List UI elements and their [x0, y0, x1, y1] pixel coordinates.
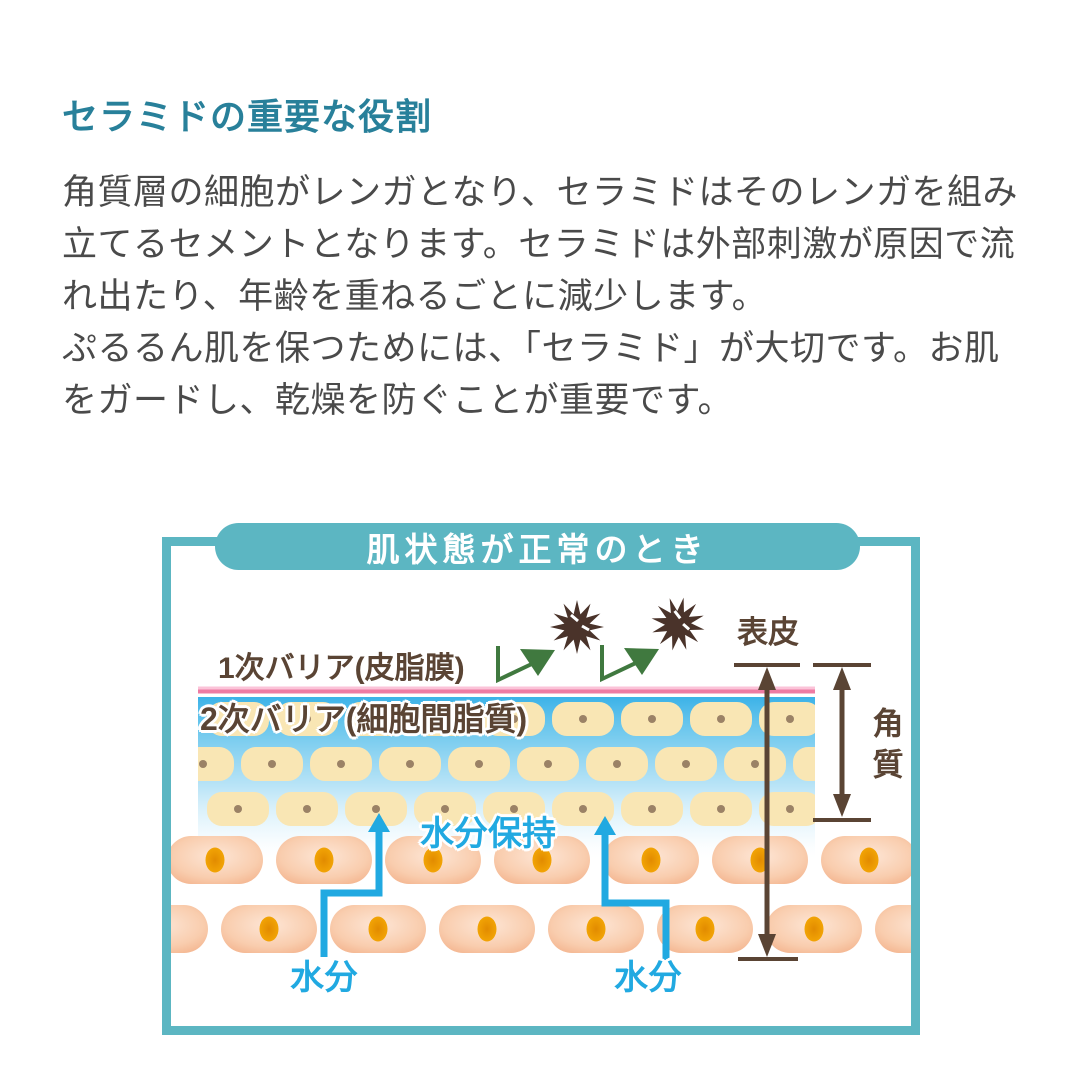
- keratin-range-arrow: [813, 663, 871, 822]
- deflect-arrows: [496, 645, 659, 684]
- stimulus-star-icon: [645, 591, 711, 657]
- moisture-retention-label: 水分保持: [420, 815, 556, 853]
- diagram-title: 肌状態が正常のとき: [366, 530, 709, 568]
- moisture-arrows: [320, 813, 670, 960]
- skin-cell: [167, 836, 263, 884]
- diagram-title-banner: 肌状態が正常のとき: [215, 523, 860, 570]
- skin-layers-illustration: [162, 591, 920, 961]
- sebum-film-line: [198, 686, 815, 694]
- deflect-arrow-icon: [600, 645, 643, 683]
- stratum-corneum-label: 角質: [867, 707, 903, 789]
- article-body-text: 角質層の細胞がレンガとなり、セラミドはそのレンガを組み 立てるセメントとなります…: [62, 173, 1019, 420]
- epidermis-label: 表皮: [737, 615, 799, 650]
- deflect-arrow-icon: [496, 646, 539, 684]
- skin-condition-diagram: 1次バリア(皮脂膜) 2次バリア(細胞間脂質) 表皮 角質 水分保持 水分 水分: [162, 537, 920, 1035]
- moisture-label-left: 水分: [290, 959, 358, 997]
- epidermis-range-arrow: [734, 663, 800, 961]
- stimulus-star-icon: [550, 600, 604, 654]
- moisture-label-right: 水分: [614, 959, 682, 997]
- page-title: セラミドの重要な役割: [62, 96, 433, 137]
- secondary-barrier-label: 2次バリア(細胞間脂質): [200, 701, 528, 737]
- stimulus-stars: [550, 591, 711, 657]
- moisture-arrow-right: [601, 828, 670, 960]
- primary-barrier-label: 1次バリア(皮脂膜): [218, 652, 465, 685]
- moisture-arrow-left: [320, 825, 383, 957]
